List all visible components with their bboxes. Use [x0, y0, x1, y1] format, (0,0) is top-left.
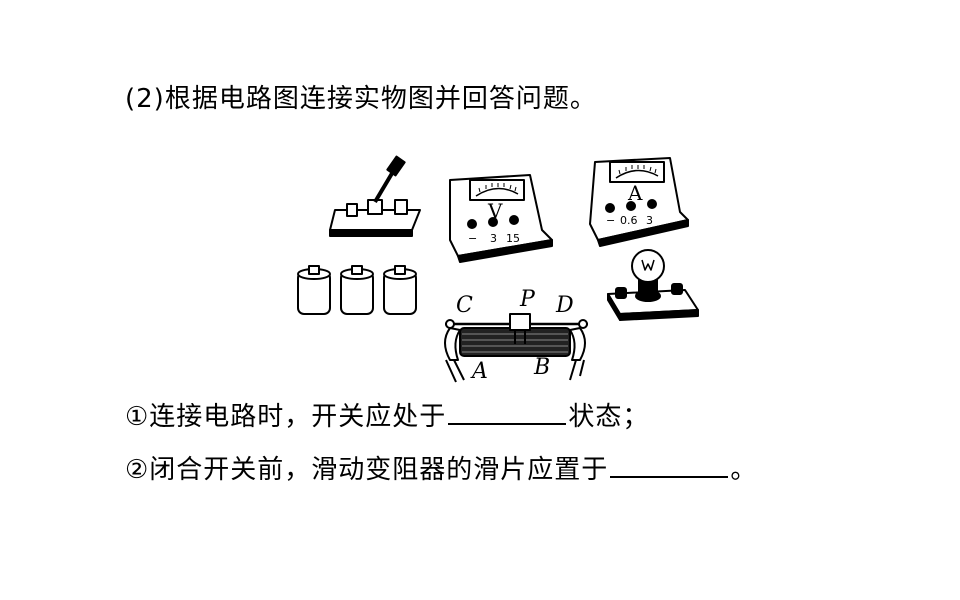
- ammeter-terminal-3: 3: [646, 214, 653, 227]
- ammeter-terminal-06: 0.6: [620, 214, 638, 227]
- q2-text: ②闭合开关前，滑动变阻器的滑片应置于: [125, 455, 609, 485]
- voltmeter-terminal-15: 15: [506, 232, 520, 245]
- rheostat-label-b: B: [533, 355, 550, 380]
- q1-text: ①连接电路时，开关应处于: [125, 402, 447, 432]
- circuit-components-figure: V − 3 15 A − 0.6 3: [297, 155, 699, 384]
- answer-blank-1[interactable]: [448, 399, 567, 425]
- question-title: (2)根据电路图连接实物图并回答问题。: [125, 84, 597, 114]
- voltmeter-terminal-3: 3: [490, 232, 497, 245]
- rheostat-label-c: C: [456, 293, 473, 318]
- answer-blank-2[interactable]: [610, 452, 729, 478]
- voltmeter-letter: V: [487, 199, 503, 223]
- question-item-2: ②闭合开关前，滑动变阻器的滑片应置于 。: [125, 449, 757, 486]
- rheostat-label-p: P: [519, 287, 536, 312]
- ammeter-terminal-neg: −: [606, 214, 615, 227]
- voltmeter: V − 3 15: [449, 174, 553, 263]
- light-bulb-board: [607, 249, 699, 321]
- knife-switch: [329, 155, 421, 237]
- ammeter: A − 0.6 3: [589, 157, 689, 247]
- voltmeter-terminal-neg: −: [468, 232, 477, 245]
- battery-cell: [340, 265, 374, 315]
- sliding-rheostat: C P D A B: [444, 287, 588, 384]
- battery-cell: [297, 265, 331, 315]
- rheostat-label-a: A: [470, 359, 488, 384]
- battery-cell: [383, 265, 417, 315]
- question-item-1: ①连接电路时，开关应处于 状态；: [125, 396, 649, 433]
- q1-text-end: 状态；: [568, 402, 650, 432]
- rheostat-label-d: D: [555, 293, 574, 318]
- ammeter-letter: A: [627, 181, 643, 205]
- q2-text-end: 。: [730, 455, 758, 485]
- battery-cells: [297, 265, 417, 315]
